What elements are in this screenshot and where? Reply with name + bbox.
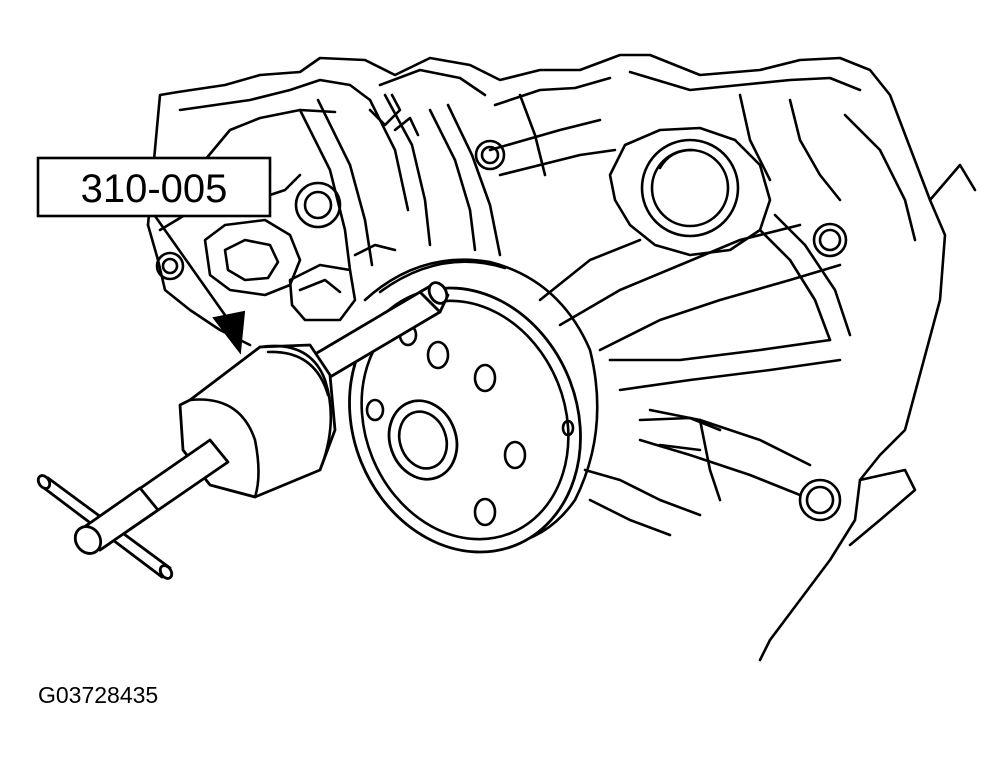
slide-hammer-tool: [36, 281, 450, 580]
figure-id: G03728435: [38, 682, 158, 708]
engine-front-cover: [146, 53, 977, 662]
callout-arrowhead: [212, 310, 246, 355]
callout-tool-number: 310-005: [81, 167, 228, 211]
crankshaft-damper-hub: [348, 258, 599, 554]
callout-leader-line: [153, 214, 234, 327]
tool-callout: 310-005: [36, 156, 272, 355]
callout-box: [36, 156, 272, 218]
